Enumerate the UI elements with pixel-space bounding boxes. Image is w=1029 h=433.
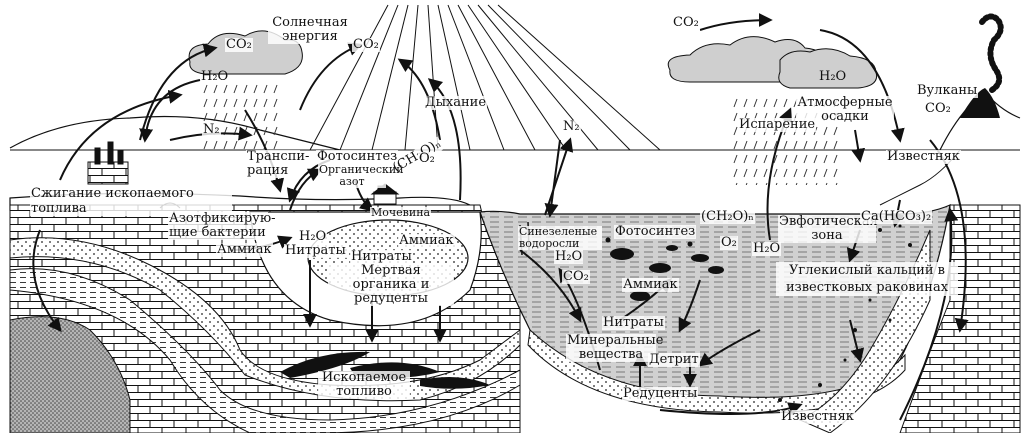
photosynthesis-land-label: Фотосинтез: [316, 149, 399, 164]
co2-volcano-label: CO₂: [924, 101, 952, 116]
co2-left-cloud-label: CO₂: [225, 37, 253, 52]
h2o-ocean-label: H₂O: [554, 249, 584, 264]
calcium-bicarbonate-label: Ca(HCO₃)₂: [860, 209, 933, 224]
nitrates-center-label: Нитраты: [350, 249, 413, 264]
fossil-fuel-label: Ископаемое топливо: [318, 371, 410, 399]
urine-label: Мочевина: [370, 206, 432, 219]
co2-ocean-label: CO₂: [562, 269, 590, 284]
o2-ocean-label: O₂: [720, 235, 738, 250]
transpiration-label: Транспи- рация: [246, 149, 310, 178]
volcanoes-label: Вулканы: [916, 83, 979, 98]
photosynthesis-ocean-label: Фотосинтез: [614, 224, 697, 239]
o2-land-label: O₂: [418, 151, 436, 166]
nitrates-left-label: Нитраты: [284, 243, 347, 258]
nitrates-ocean-label: Нитраты: [602, 315, 665, 330]
limestone-right-label: Известняк: [886, 149, 961, 164]
minerals-label: Минеральные вещества: [566, 333, 664, 362]
ammonia-left-label: Аммиак: [216, 242, 273, 257]
h2o-left-cloud-label: H₂O: [201, 69, 229, 84]
ch2o-ocean-label: (CH₂O)ₙ: [700, 209, 755, 224]
h2o-ocean2-label: H₂O: [752, 241, 782, 256]
dead-organics-label: Мертвая органика и редуценты: [328, 264, 454, 306]
calcium-carbonate-label: Углекислый кальций в известковых раковин…: [776, 262, 958, 296]
ammonia-ocean-label: Аммиак: [622, 277, 679, 292]
limestone-bottom-label: Известняк: [780, 409, 855, 424]
solar-energy-label: Солнечная энергия: [268, 16, 352, 44]
detritus-label: Детрит: [648, 352, 700, 367]
fossil-burning-label: Сжигание ископаемого топлива: [30, 186, 232, 216]
respiration-label: Дыхание: [424, 95, 488, 110]
nitrogen-fixing-bacteria-label: Азотфиксирую- щие бактерии: [168, 211, 276, 240]
cyanobacteria-label: Синезеленые водоросли: [518, 226, 602, 250]
h2o-right-cloud-label: H₂O: [819, 69, 847, 84]
h2o-soil-label: H₂O: [298, 229, 328, 244]
ammonia-center-label: Аммиак: [398, 233, 455, 248]
n2-left-label: N₂: [202, 122, 221, 137]
organic-nitrogen-label: Органический азот: [318, 163, 404, 188]
evaporation-label: Испарение: [738, 117, 817, 132]
co2-top-right-label: CO₂: [672, 15, 700, 30]
co2-sun-label: CO₂: [352, 37, 380, 52]
reducers-label: Редуценты: [622, 386, 699, 401]
n2-ocean-label: N₂: [562, 119, 581, 134]
euphotic-zone-label: Эвфотическая зона: [778, 214, 878, 243]
